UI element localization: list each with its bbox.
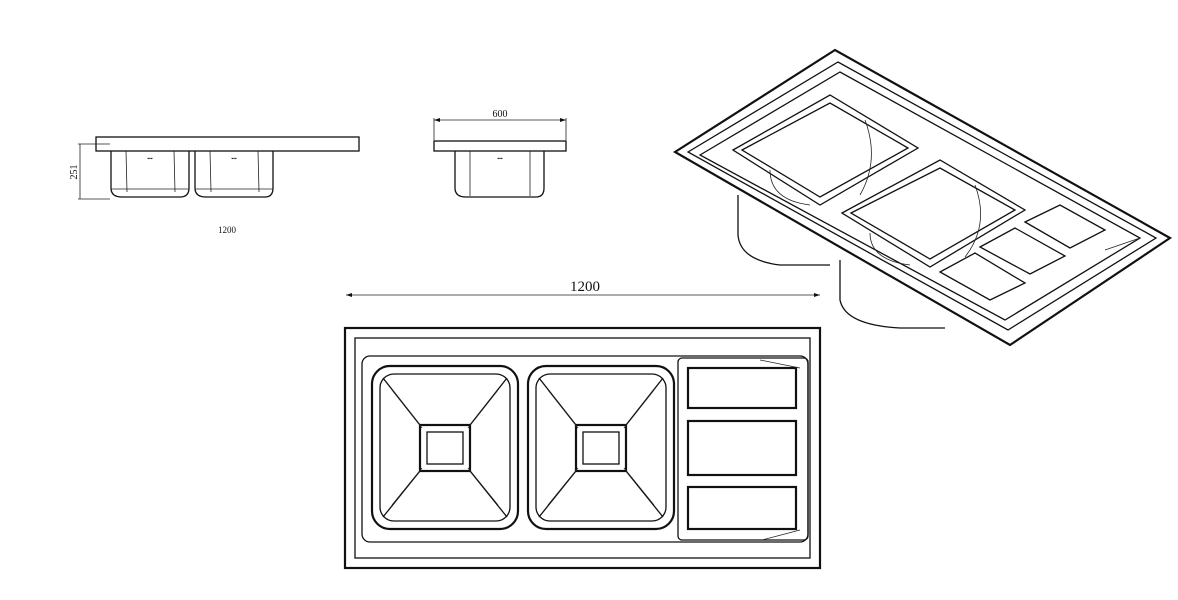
side-width-dimension-label: 600: [493, 109, 508, 120]
front-width-dimension-label: 1200: [218, 225, 237, 235]
height-dimension-label: 251: [69, 165, 80, 180]
isometric-view: [672, 48, 1173, 347]
side-view: 600 ▪▪▪: [433, 109, 567, 198]
svg-text:▪▪▪: ▪▪▪: [231, 157, 237, 162]
svg-text:▪▪▪: ▪▪▪: [147, 157, 153, 162]
svg-text:▪▪▪: ▪▪▪: [497, 157, 503, 162]
top-width-dimension-label: 1200: [570, 279, 600, 295]
top-view: 1200: [343, 279, 822, 570]
front-view: ▪▪▪ ▪▪▪ 251 1200: [69, 136, 360, 235]
